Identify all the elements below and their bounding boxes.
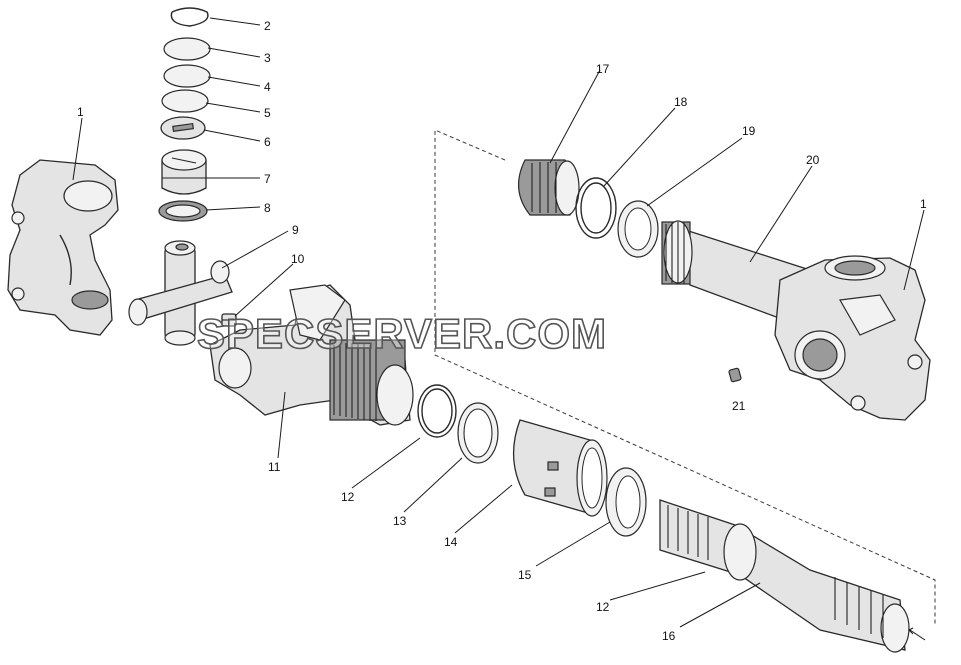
part-washer-4 <box>163 64 211 88</box>
leader-lines <box>72 17 925 628</box>
callout-1-left: 1 <box>77 105 84 119</box>
callout-7: 7 <box>264 172 271 186</box>
part-ring-18 <box>575 177 617 239</box>
part-yoke-left <box>7 159 119 336</box>
callout-1-right: 1 <box>920 197 927 211</box>
callout-11: 11 <box>268 460 281 474</box>
callout-10: 10 <box>291 252 305 266</box>
part-threaded-ring-17 <box>518 159 580 216</box>
callout-5: 5 <box>264 106 271 120</box>
callout-6: 6 <box>264 135 271 149</box>
callout-labels: 1 2 3 4 5 6 7 8 9 10 11 12 13 14 15 12 1… <box>77 19 927 643</box>
part-seal-ring-13 <box>457 402 499 464</box>
callout-3: 3 <box>264 51 271 65</box>
part-washer-3 <box>163 37 211 61</box>
part-slip-yoke-threads <box>333 343 377 421</box>
part-grease-fitting-21 <box>728 367 742 383</box>
part-yoke-right <box>774 255 931 421</box>
watermark-text: SPECSERVER.COM <box>197 310 607 357</box>
part-cross-spider <box>128 240 233 346</box>
callout-4: 4 <box>264 80 271 94</box>
part-retaining-ring <box>170 7 209 27</box>
callout-20: 20 <box>806 153 820 167</box>
callout-2: 2 <box>264 19 271 33</box>
part-slotted-sleeve <box>512 419 608 517</box>
part-seal-8 <box>158 200 208 222</box>
callout-21: 21 <box>732 399 746 413</box>
dashed-boundary <box>434 129 936 625</box>
part-slip-yoke <box>209 284 414 426</box>
part-grease-fitting <box>221 313 237 327</box>
callout-9: 9 <box>292 223 299 237</box>
callout-13: 13 <box>393 514 407 528</box>
callout-8: 8 <box>264 201 271 215</box>
part-bearing-cup <box>161 149 207 195</box>
part-snap-ring-12a <box>417 384 457 438</box>
callout-12-lower: 12 <box>596 600 610 614</box>
callout-16: 16 <box>662 629 676 643</box>
callout-17: 17 <box>596 62 610 76</box>
part-washer-5 <box>161 89 209 113</box>
part-spline-shaft <box>659 499 910 653</box>
callout-18: 18 <box>674 95 688 109</box>
part-cap-plate <box>160 116 206 140</box>
part-washer-15 <box>605 467 647 537</box>
callout-14: 14 <box>444 535 458 549</box>
callout-15: 15 <box>518 568 532 582</box>
callout-19: 19 <box>742 124 756 138</box>
part-ring-19 <box>617 200 659 258</box>
callout-12-upper: 12 <box>341 490 355 504</box>
view-arrow <box>908 627 926 641</box>
